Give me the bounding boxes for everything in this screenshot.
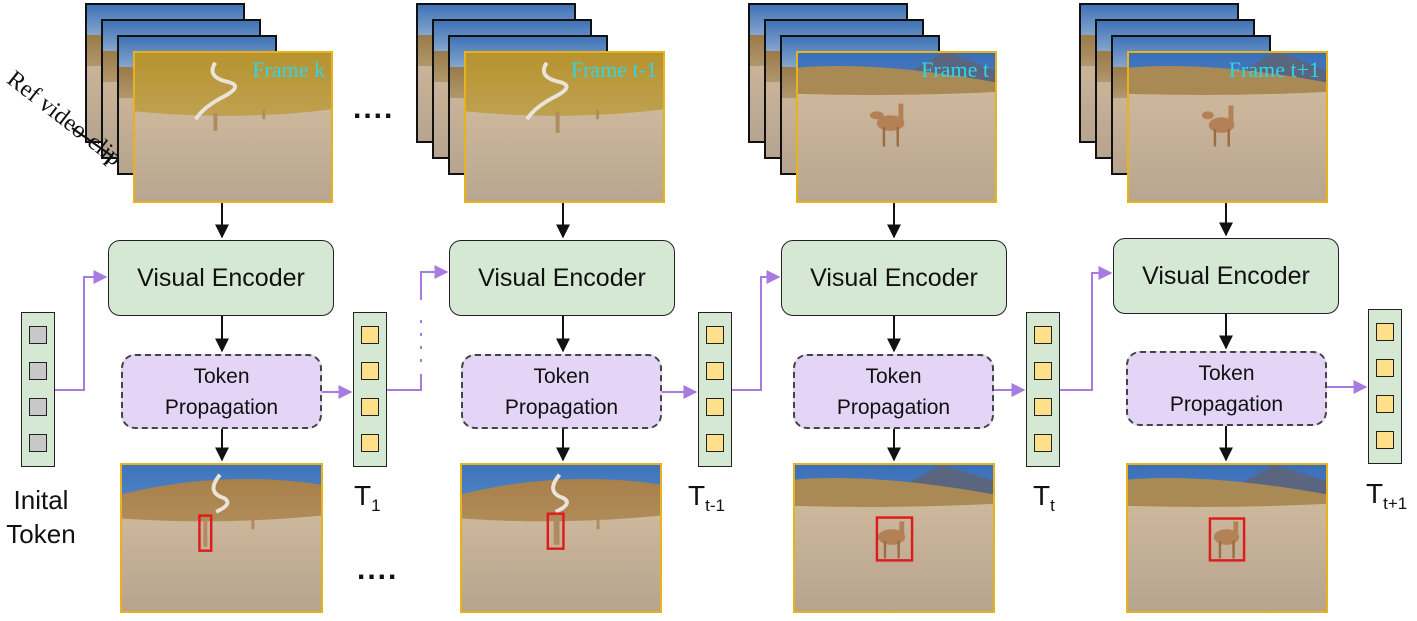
bounding-box [875,516,914,562]
propagation-line1: Token [533,364,590,388]
ellipsis-bottom: .... [357,553,399,586]
input-frame-t: Frame t [796,51,997,203]
propagation-line2: Propagation [504,395,619,419]
tracking-result-image [462,465,660,611]
tracking-result-image [795,465,993,611]
token-cell [29,326,47,344]
token-cell [361,362,379,380]
bounding-box [546,512,565,550]
token-cell [361,434,379,452]
token-cell [1376,359,1394,377]
ellipsis-top: .... [353,92,395,125]
token-cell [1376,431,1394,449]
input-frame-t-1: Frame t-1 [464,51,665,203]
token-cell [1376,395,1394,413]
token-cell [1034,398,1052,416]
visual-encoder-1: Visual Encoder [108,240,334,316]
output-frame-1 [120,463,323,613]
initial-token-label: Inital Token [0,483,82,551]
arrow-token-1-to-encoder-2 [387,374,422,391]
token-cell [706,434,724,452]
frame-label: Frame t [921,57,989,82]
propagation-line2: Propagation [1169,392,1284,416]
initial-token-column [21,312,55,467]
propagation-line2: Propagation [836,395,951,419]
arrow-token-1-to-encoder-2-head [420,265,449,300]
bounding-box [1208,517,1246,562]
token-cell [361,398,379,416]
token-column-t [1026,312,1060,467]
frame-label: Frame t+1 [1228,57,1320,82]
tracking-result-image [1128,465,1326,611]
mountain-landscape-image [1129,53,1326,201]
token-cell [29,362,47,380]
arrow-token-t-to-encoder-4 [1060,266,1113,391]
token-cell [706,398,724,416]
initial-token-line2: Token [6,519,76,549]
token-cell [361,326,379,344]
bounding-box [198,514,213,552]
output-frame-4 [1126,463,1328,613]
mountain-landscape-image [798,53,995,201]
arrow-token-t-1-to-encoder-3 [732,270,781,391]
visual-encoder-4: Visual Encoder [1113,238,1339,314]
token-cell [706,326,724,344]
token-column-t-plus-1 [1368,309,1402,464]
initial-token-line1: Inital [13,485,69,515]
propagation-line2: Propagation [164,395,279,419]
token-cell [1034,434,1052,452]
frame-label: Frame k [252,57,325,82]
road-landscape-image [135,53,331,201]
frame-label: Frame t-1 [570,57,657,82]
propagation-line1: Token [193,364,250,388]
output-frame-2 [460,463,662,613]
token-label-t-plus-1: Tt+1 [1366,478,1408,513]
token-column-1 [353,312,387,467]
input-frame-k: Frame k [133,51,333,203]
propagation-line1: Token [865,364,922,388]
propagation-line1: Token [1198,361,1255,385]
token-cell [706,362,724,380]
output-frame-3 [793,463,995,613]
token-label-1: T1 [354,480,381,515]
token-cell [1034,362,1052,380]
token-cell [29,398,47,416]
token-cell [1034,326,1052,344]
token-cell [1376,323,1394,341]
visual-encoder-2: Visual Encoder [449,240,675,316]
token-label-t: Tt [1033,480,1055,515]
tracking-result-image [122,465,321,611]
road-landscape-image [466,53,663,201]
arrow-initial-token-to-encoder-1 [55,270,108,391]
token-label-t-1: Tt-1 [688,480,725,515]
input-frame-t-plus-1: Frame t+1 [1127,51,1328,203]
token-column-t-1 [698,312,732,467]
visual-encoder-3: Visual Encoder [781,240,1007,316]
token-cell [29,434,47,452]
